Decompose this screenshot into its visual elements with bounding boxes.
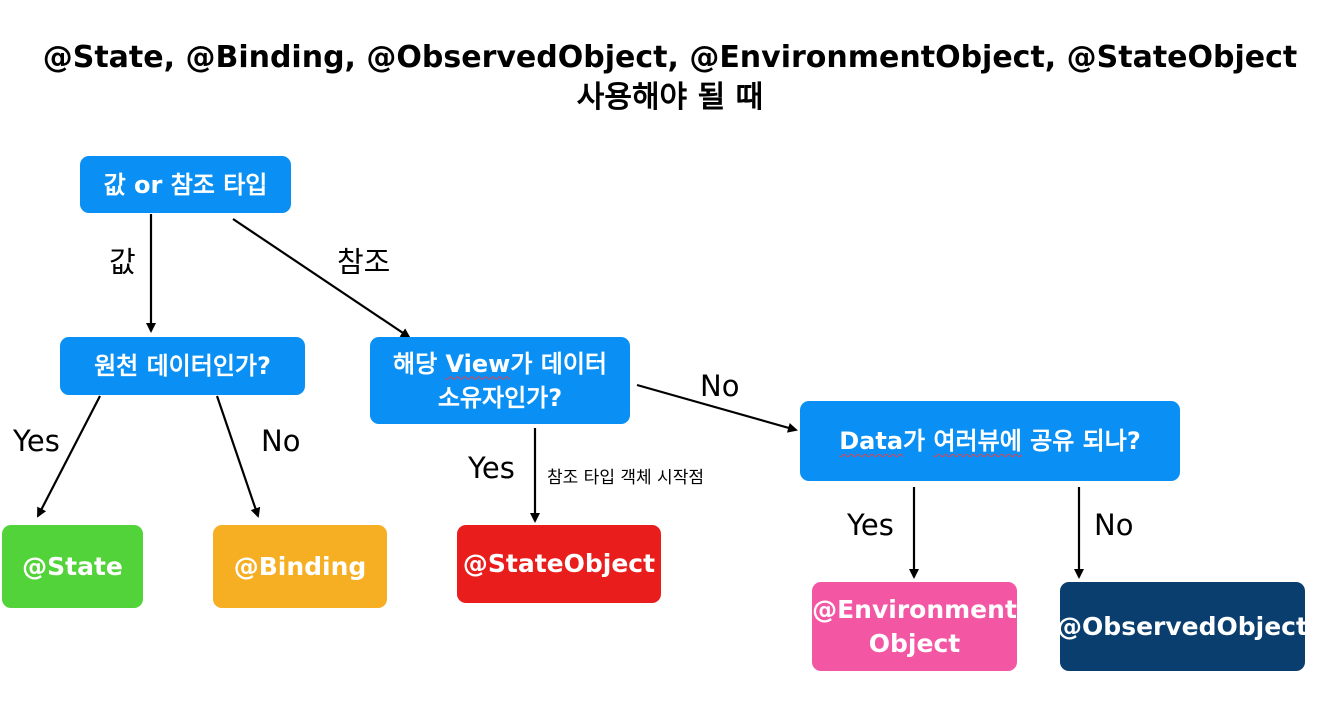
arrow-yes-state [37,395,101,518]
view-owns-data-label: 해당 View가 데이터 소유자인가? [392,349,608,412]
arrow-reference [232,218,411,339]
state-object-label: @StateObject [462,549,656,578]
edge-label-no-observed: No [1094,508,1134,542]
arrow-no-binding [215,395,261,518]
edge-label-yes-environment: Yes [847,508,894,542]
edge-label-no-binding: No [261,424,301,458]
edge-label-reference: 참조 [337,245,391,279]
binding-label: @Binding [233,551,367,581]
observed-object-node: @ObservedObject [1057,582,1308,671]
state-object-node: @StateObject [457,525,661,603]
environment-object-node: @Environment Object [812,582,1017,671]
edge-label-no-shared: No [700,369,740,403]
value-or-reference-node: 값 or 참조 타입 [80,156,291,213]
edge-label-yes-state: Yes [13,424,60,458]
is-source-data-node: 원천 데이터인가? [60,337,305,395]
edge-label-value: 값 [109,245,136,279]
arrow-no-shared [636,383,798,433]
value-or-reference-label: 값 or 참조 타입 [103,170,268,199]
view-owns-data-node: 해당 View가 데이터 소유자인가? [370,337,630,424]
data-shared-label: Data가 여러뷰에 공유 되나? [839,427,1141,455]
is-source-data-label: 원천 데이터인가? [94,352,271,380]
binding-node: @Binding [213,525,387,608]
state-object-annotation: 참조 타입 객체 시작점 [547,468,704,488]
diagram-subtitle: 사용해야 될 때 [576,80,764,115]
data-shared-node: Data가 여러뷰에 공유 되나? [800,401,1180,481]
environment-object-label: @Environment Object [812,594,1017,658]
diagram-title: @State, @Binding, @ObservedObject, @Envi… [42,40,1298,75]
edge-label-yes-state-object: Yes [468,451,515,485]
state-node: @State [2,525,143,608]
observed-object-label: @ObservedObject [1057,611,1308,641]
state-label: @State [22,551,123,581]
